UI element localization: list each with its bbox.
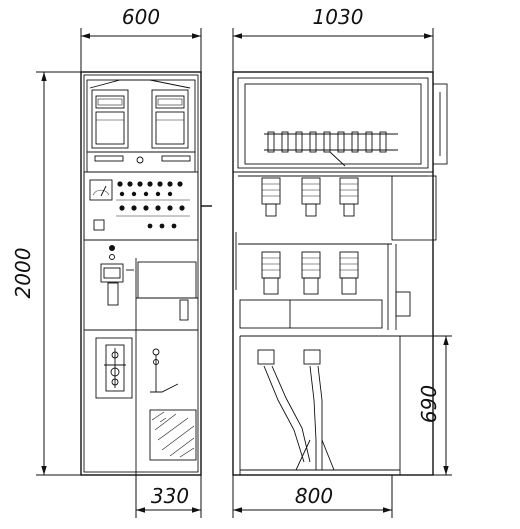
cable-compartment	[239, 299, 401, 475]
dim-side-depth: 1030	[313, 5, 364, 29]
dim-door-width: 330	[151, 484, 189, 508]
front-view	[80, 71, 212, 476]
dim-base-depth: 800	[295, 484, 333, 508]
meter-compartment	[86, 79, 196, 173]
front-door	[136, 261, 198, 461]
energy-meter-right	[151, 89, 189, 149]
lower-insulators	[261, 251, 359, 295]
dimension-labels: 600 1030 2000 330 800 690	[11, 5, 441, 508]
upper-insulators	[261, 177, 359, 217]
disconnector-panel	[95, 337, 133, 399]
breaker-compartment	[84, 239, 198, 475]
dim-front-width: 600	[122, 5, 160, 29]
energy-meter-left	[91, 89, 129, 149]
dim-height: 2000	[11, 248, 35, 299]
breaker-section	[233, 171, 437, 330]
indicator-lamps	[117, 181, 185, 229]
control-panel	[83, 171, 212, 241]
inspection-window	[149, 409, 197, 461]
side-handle	[395, 291, 411, 317]
busbar-compartment	[237, 77, 448, 169]
dimension-lines	[36, 28, 452, 518]
side-view	[232, 71, 448, 476]
side-hinge	[432, 83, 448, 165]
dim-cable-height: 690	[417, 385, 441, 423]
ammeter-gauge	[89, 179, 113, 201]
window-hatching	[151, 411, 195, 458]
